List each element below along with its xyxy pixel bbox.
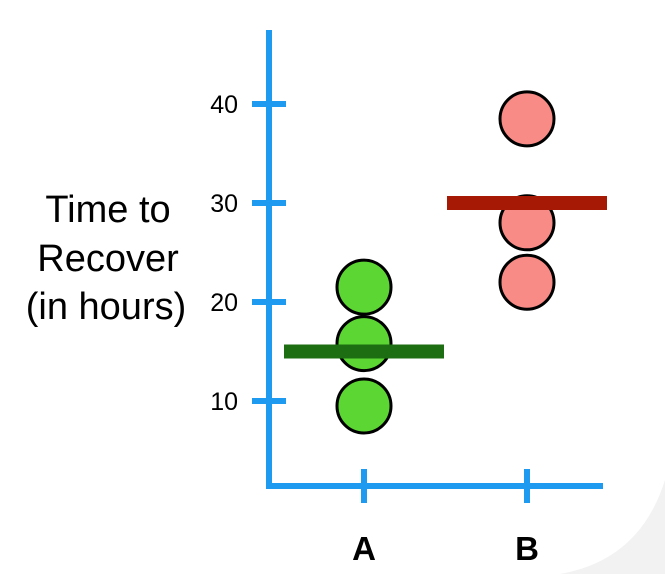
y-axis-title-line-2: Recover: [37, 238, 179, 280]
y-tick-label-30: 30: [210, 190, 238, 218]
point-A-3: [335, 377, 393, 435]
y-tick-label-10: 10: [210, 388, 238, 416]
series-B: [447, 90, 607, 311]
point-A-2: [335, 315, 393, 373]
x-tick-label-B: B: [515, 530, 539, 567]
y-axis-title-line-1: Time to: [45, 189, 170, 231]
x-tick-label-A: A: [352, 530, 376, 567]
y-axis-title: Time to Recover (in hours): [26, 189, 187, 328]
series-A: [284, 258, 444, 435]
background-corner: [560, 480, 665, 574]
y-axis-title-line-3: (in hours): [26, 286, 187, 328]
point-B-1: [498, 90, 556, 148]
point-B-3: [498, 253, 556, 311]
point-A-1: [335, 258, 393, 316]
axes: 10 20 30 40A B: [210, 30, 603, 567]
chart-marks: [284, 90, 607, 435]
y-tick-label-20: 20: [210, 289, 238, 317]
y-tick-label-40: 40: [210, 91, 238, 119]
